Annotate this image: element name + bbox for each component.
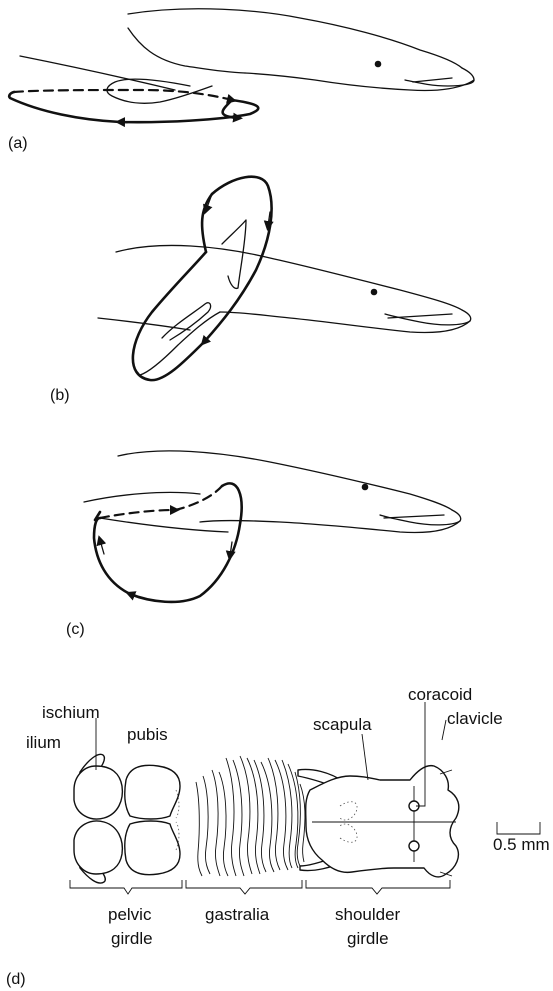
label-shoulder-line1: shoulder <box>335 905 401 924</box>
eye-c <box>362 484 369 491</box>
panel-a: (a) <box>8 9 474 152</box>
scale-bar: 0.5 mm <box>493 822 550 854</box>
panel-label-a: (a) <box>8 135 28 152</box>
ischium-bone-lower <box>74 821 122 874</box>
pubis-bone-lower <box>125 821 180 875</box>
label-shoulder-line2: girdle <box>347 929 389 948</box>
motion-path-b <box>133 177 272 380</box>
label-gastralia: gastralia <box>205 905 270 924</box>
group-braces <box>70 880 450 894</box>
pubis-bone <box>125 765 180 819</box>
panel-label-b: (b) <box>50 387 70 404</box>
scapula-bone <box>306 766 459 877</box>
label-ilium: ilium <box>26 733 61 752</box>
panel-label-c: (c) <box>66 621 85 638</box>
motion-path-c <box>94 483 242 602</box>
label-ischium: ischium <box>42 703 100 722</box>
embryo-outline-c <box>84 451 461 533</box>
embryo-outline-a <box>20 9 474 104</box>
eye-a <box>375 61 382 68</box>
motion-path-a <box>9 90 258 122</box>
label-pubis: pubis <box>127 725 168 744</box>
eye-b <box>371 289 378 296</box>
shoulder-girdle-bones <box>306 766 459 877</box>
label-clavicle: clavicle <box>447 709 503 728</box>
label-coracoid: coracoid <box>408 685 472 704</box>
coracoid-foramen-lower <box>409 841 419 851</box>
scale-bar-label: 0.5 mm <box>493 835 550 854</box>
panel-label-d: (d) <box>6 971 26 988</box>
label-scapula: scapula <box>313 715 372 734</box>
panel-c: (c) <box>66 451 461 638</box>
pelvic-girdle-bones <box>74 754 180 883</box>
panel-d: ischium ilium pubis scapula coracoid cla… <box>6 685 550 988</box>
label-pelvic-line1: pelvic <box>108 905 152 924</box>
label-pelvic-line2: girdle <box>111 929 153 948</box>
ischium-bone <box>74 766 122 819</box>
panel-b: (b) <box>50 177 471 404</box>
embryo-outline-b <box>98 220 471 375</box>
